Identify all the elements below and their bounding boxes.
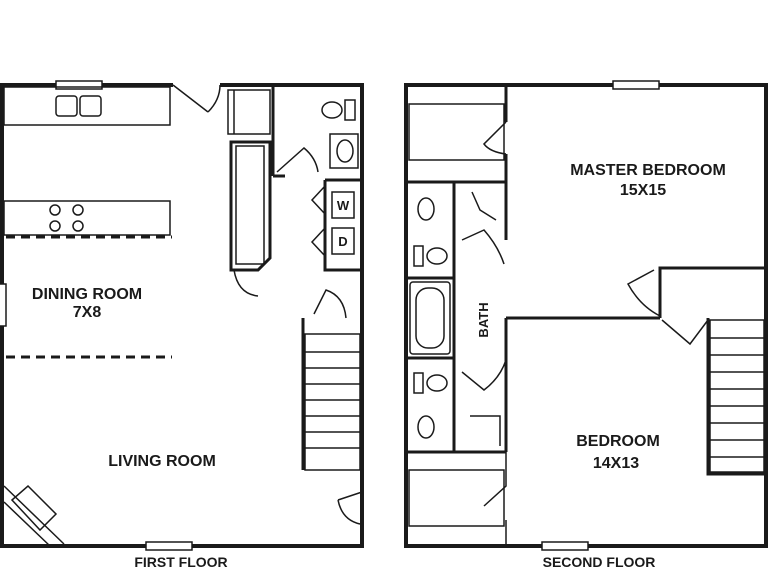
- lower-vanity-sink: [417, 415, 435, 439]
- master-bedroom-name: MASTER BEDROOM: [570, 162, 726, 179]
- half-bath-wall: [271, 85, 285, 178]
- bathtub: [409, 281, 451, 355]
- range-burner-1: [49, 204, 61, 216]
- bedroom-name: BEDROOM: [576, 433, 660, 450]
- kitchen-island: [3, 200, 171, 236]
- dryer: [331, 227, 355, 255]
- second-floor-outer-wall: [404, 83, 768, 548]
- entry-door-top: [172, 84, 221, 113]
- bathtub-basin: [415, 287, 445, 349]
- second-floor-stair-treads: [710, 337, 764, 458]
- half-bath-sink: [336, 139, 354, 163]
- first-floor-outer-wall: [0, 83, 364, 548]
- front-door: [337, 491, 363, 525]
- bedroom-divider-wall: [506, 266, 766, 320]
- washer: [331, 191, 355, 219]
- pantry-door: [233, 269, 259, 297]
- second-floor-plan: MASTER BEDROOM 15X15 BEDROOM 14X13 BATH …: [404, 80, 768, 570]
- fireplace: [3, 484, 65, 547]
- top-closet-door: [483, 121, 507, 155]
- range-burner-3: [49, 220, 61, 232]
- kitchen-counter-top: [3, 86, 171, 126]
- dining-room-name: DINING ROOM: [32, 286, 142, 303]
- second-floor-stair-wall: [706, 318, 766, 476]
- kitchen-sink-right: [79, 95, 102, 117]
- bath-door-lower: [461, 359, 507, 446]
- first-floor-top-window: [55, 80, 103, 90]
- dining-room-size: 7X8: [73, 304, 102, 321]
- master-bedroom-door: [626, 269, 661, 317]
- bedroom-door: [661, 319, 709, 346]
- range-burner-2: [72, 204, 84, 216]
- top-closet-shelf: [408, 103, 505, 161]
- half-bath-sink-counter: [329, 133, 359, 169]
- bath-wall: [406, 182, 506, 454]
- second-floor-bottom-window: [541, 541, 589, 551]
- bath-label: BATH: [476, 302, 491, 337]
- pantry-shelf: [235, 145, 265, 265]
- bedroom-size: 14X13: [593, 455, 639, 472]
- half-bath-door: [276, 147, 319, 173]
- second-floor-top-window: [612, 80, 660, 90]
- first-floor-stairs: [304, 333, 361, 471]
- first-floor-bottom-window: [145, 541, 193, 551]
- master-bedroom-size: 15X15: [620, 182, 666, 199]
- range-burner-4: [72, 220, 84, 232]
- half-bath-tank: [344, 99, 356, 121]
- washer-label: W: [337, 198, 350, 213]
- lower-toilet: [426, 374, 448, 392]
- first-floor-caption: FIRST FLOOR: [134, 554, 227, 570]
- first-floor-stair-treads: [305, 351, 360, 449]
- lower-toilet-tank: [413, 372, 424, 394]
- half-bath-toilet: [321, 101, 343, 119]
- dryer-label: D: [338, 234, 347, 249]
- upper-vanity-sink: [417, 197, 435, 221]
- laundry-wall: [323, 178, 362, 272]
- second-floor-stairs: [709, 319, 765, 473]
- first-floor-left-window: [0, 283, 7, 327]
- upper-toilet-tank: [413, 245, 424, 267]
- second-floor-caption: SECOND FLOOR: [543, 554, 656, 570]
- laundry-door: [310, 185, 326, 257]
- bottom-closet-door: [483, 452, 507, 546]
- living-room-name: LIVING ROOM: [108, 453, 216, 470]
- first-floor-plan: W D DINING ROOM 7X8 LIVING ROOM FIRST FL…: [0, 80, 364, 570]
- upper-toilet: [426, 247, 448, 265]
- kitchen-sink-left: [55, 95, 78, 117]
- bottom-closet-shelf: [408, 469, 505, 527]
- refrigerator: [227, 89, 271, 135]
- bath-door-upper: [461, 191, 505, 265]
- stair-closet-door: [313, 289, 347, 319]
